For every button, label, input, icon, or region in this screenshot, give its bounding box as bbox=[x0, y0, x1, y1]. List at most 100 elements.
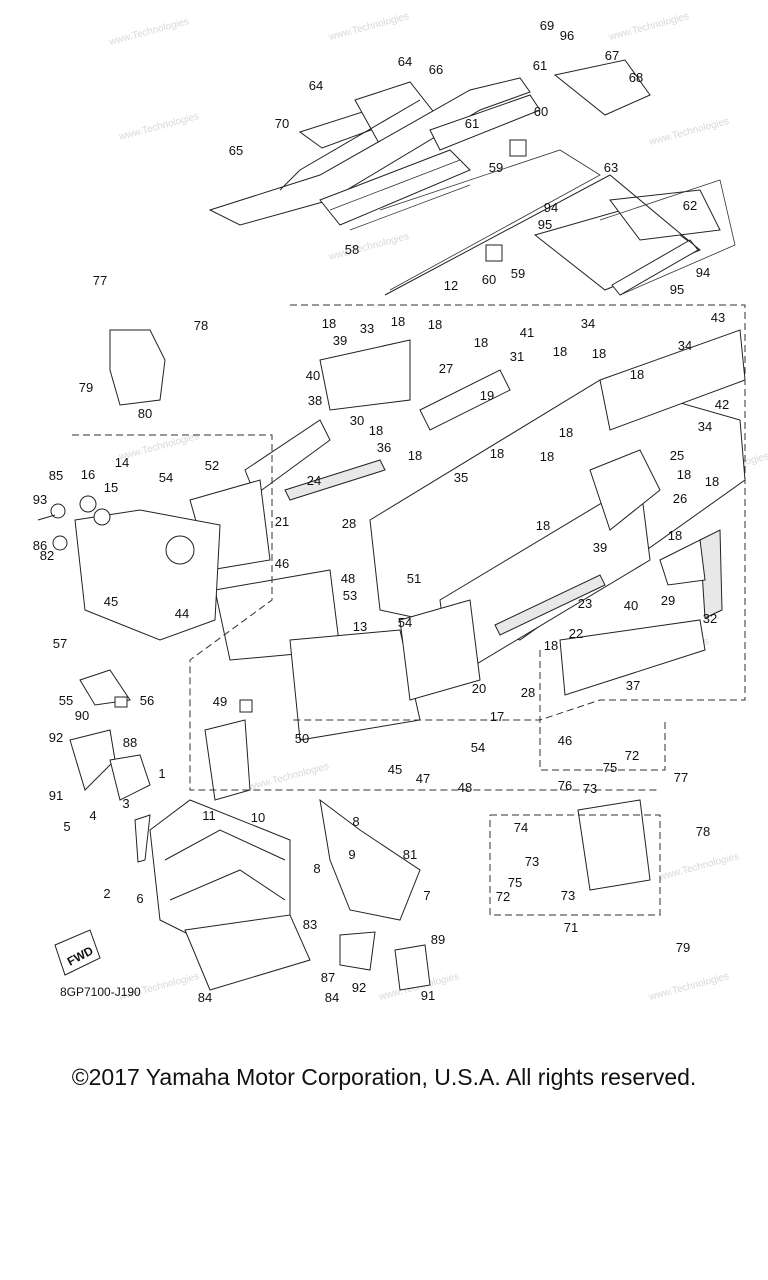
callout-18: 18 bbox=[369, 423, 383, 438]
callout-32: 32 bbox=[703, 611, 717, 626]
callout-67: 67 bbox=[605, 48, 619, 63]
callout-60: 60 bbox=[534, 104, 548, 119]
frame-outline-upper bbox=[384, 174, 701, 296]
callout-34: 34 bbox=[678, 338, 692, 353]
callout-60: 60 bbox=[482, 272, 496, 287]
callout-87: 87 bbox=[321, 970, 335, 985]
callout-71: 71 bbox=[564, 920, 578, 935]
callout-61: 61 bbox=[465, 116, 479, 131]
bracket-68 bbox=[553, 59, 651, 116]
callout-94: 94 bbox=[544, 200, 558, 215]
callout-45: 45 bbox=[104, 594, 118, 609]
bushing-59b bbox=[485, 244, 503, 262]
plate-33 bbox=[319, 339, 411, 411]
callout-7: 7 bbox=[423, 888, 430, 903]
callout-43: 43 bbox=[711, 310, 725, 325]
watermark-text: www.Technologies bbox=[327, 231, 410, 263]
callout-56: 56 bbox=[140, 693, 154, 708]
callout-12: 12 bbox=[444, 278, 458, 293]
callout-21: 21 bbox=[275, 514, 289, 529]
exploded-parts-diagram: www.Technologies www.Technologies www.Tech… bbox=[33, 11, 768, 1005]
callout-2: 2 bbox=[103, 886, 110, 901]
callout-75: 75 bbox=[603, 760, 617, 775]
cover-87 bbox=[339, 931, 376, 971]
callout-38: 38 bbox=[308, 393, 322, 408]
callout-59: 59 bbox=[511, 266, 525, 281]
callout-54: 54 bbox=[471, 740, 485, 755]
bracket-20 bbox=[399, 599, 481, 701]
callout-44: 44 bbox=[175, 606, 189, 621]
main-frame-group bbox=[37, 329, 746, 741]
bracket-25 bbox=[589, 449, 661, 531]
callout-73: 73 bbox=[525, 854, 539, 869]
bracket-71 bbox=[577, 799, 651, 891]
callout-54: 54 bbox=[398, 615, 412, 630]
rail-crossmember bbox=[319, 149, 471, 226]
callout-42: 42 bbox=[715, 397, 729, 412]
callout-69: 69 bbox=[540, 18, 554, 33]
callout-77: 77 bbox=[674, 770, 688, 785]
callout-84: 84 bbox=[198, 990, 212, 1005]
seal-85 bbox=[50, 503, 66, 519]
callout-75: 75 bbox=[508, 875, 522, 890]
callout-50: 50 bbox=[295, 731, 309, 746]
callout-91: 91 bbox=[49, 788, 63, 803]
callout-18: 18 bbox=[391, 314, 405, 329]
side-panel-7 bbox=[319, 798, 421, 921]
bearing-bore bbox=[165, 535, 195, 565]
callout-20: 20 bbox=[472, 681, 486, 696]
watermark-text: www.Technologies bbox=[247, 761, 330, 793]
callout-55: 55 bbox=[59, 693, 73, 708]
callout-19: 19 bbox=[480, 388, 494, 403]
callout-8: 8 bbox=[313, 861, 320, 876]
callout-92: 92 bbox=[49, 730, 63, 745]
watermark-text: www.Technologies bbox=[117, 431, 200, 463]
callout-96: 96 bbox=[560, 28, 574, 43]
callout-18: 18 bbox=[559, 425, 573, 440]
track-24 bbox=[284, 459, 386, 501]
rail-94 bbox=[611, 239, 699, 296]
callout-73: 73 bbox=[561, 888, 575, 903]
callout-18: 18 bbox=[474, 335, 488, 350]
fwd-arrow bbox=[54, 929, 101, 976]
callout-63: 63 bbox=[604, 160, 618, 175]
watermark-text: www.Technologies bbox=[117, 111, 200, 143]
callout-59: 59 bbox=[489, 160, 503, 175]
callout-49: 49 bbox=[213, 694, 227, 709]
seal-16 bbox=[79, 495, 97, 513]
callout-80: 80 bbox=[138, 406, 152, 421]
callout-18: 18 bbox=[540, 449, 554, 464]
callout-61: 61 bbox=[533, 58, 547, 73]
callout-31: 31 bbox=[510, 349, 524, 364]
callout-86: 86 bbox=[33, 538, 47, 553]
callout-9: 9 bbox=[348, 847, 355, 862]
callout-22: 22 bbox=[569, 626, 583, 641]
gusset-13 bbox=[289, 629, 421, 741]
callout-95: 95 bbox=[670, 282, 684, 297]
watermark-text: www.Technologies bbox=[647, 116, 730, 148]
callout-94: 94 bbox=[696, 265, 710, 280]
callout-40: 40 bbox=[624, 598, 638, 613]
callout-18: 18 bbox=[536, 518, 550, 533]
callout-18: 18 bbox=[705, 474, 719, 489]
rail-line-a bbox=[329, 159, 461, 211]
callout-18: 18 bbox=[322, 316, 336, 331]
callout-18: 18 bbox=[544, 638, 558, 653]
box-71-top bbox=[539, 650, 666, 771]
callout-70: 70 bbox=[275, 116, 289, 131]
callout-79: 79 bbox=[79, 380, 93, 395]
callout-64: 64 bbox=[309, 78, 323, 93]
seal-86 bbox=[52, 535, 68, 551]
callout-51: 51 bbox=[407, 571, 421, 586]
rail-58 bbox=[208, 77, 531, 226]
callout-81: 81 bbox=[403, 847, 417, 862]
frame-tube-a bbox=[164, 829, 286, 861]
callout-35: 35 bbox=[454, 470, 468, 485]
watermark-text: www.Technologies bbox=[607, 11, 690, 43]
callout-28: 28 bbox=[342, 516, 356, 531]
callout-3: 3 bbox=[122, 796, 129, 811]
callout-1: 1 bbox=[158, 766, 165, 781]
bearing-15 bbox=[93, 508, 111, 526]
diagram-canvas: www.Technologies www.Technologies www.Tech… bbox=[33, 11, 768, 1005]
